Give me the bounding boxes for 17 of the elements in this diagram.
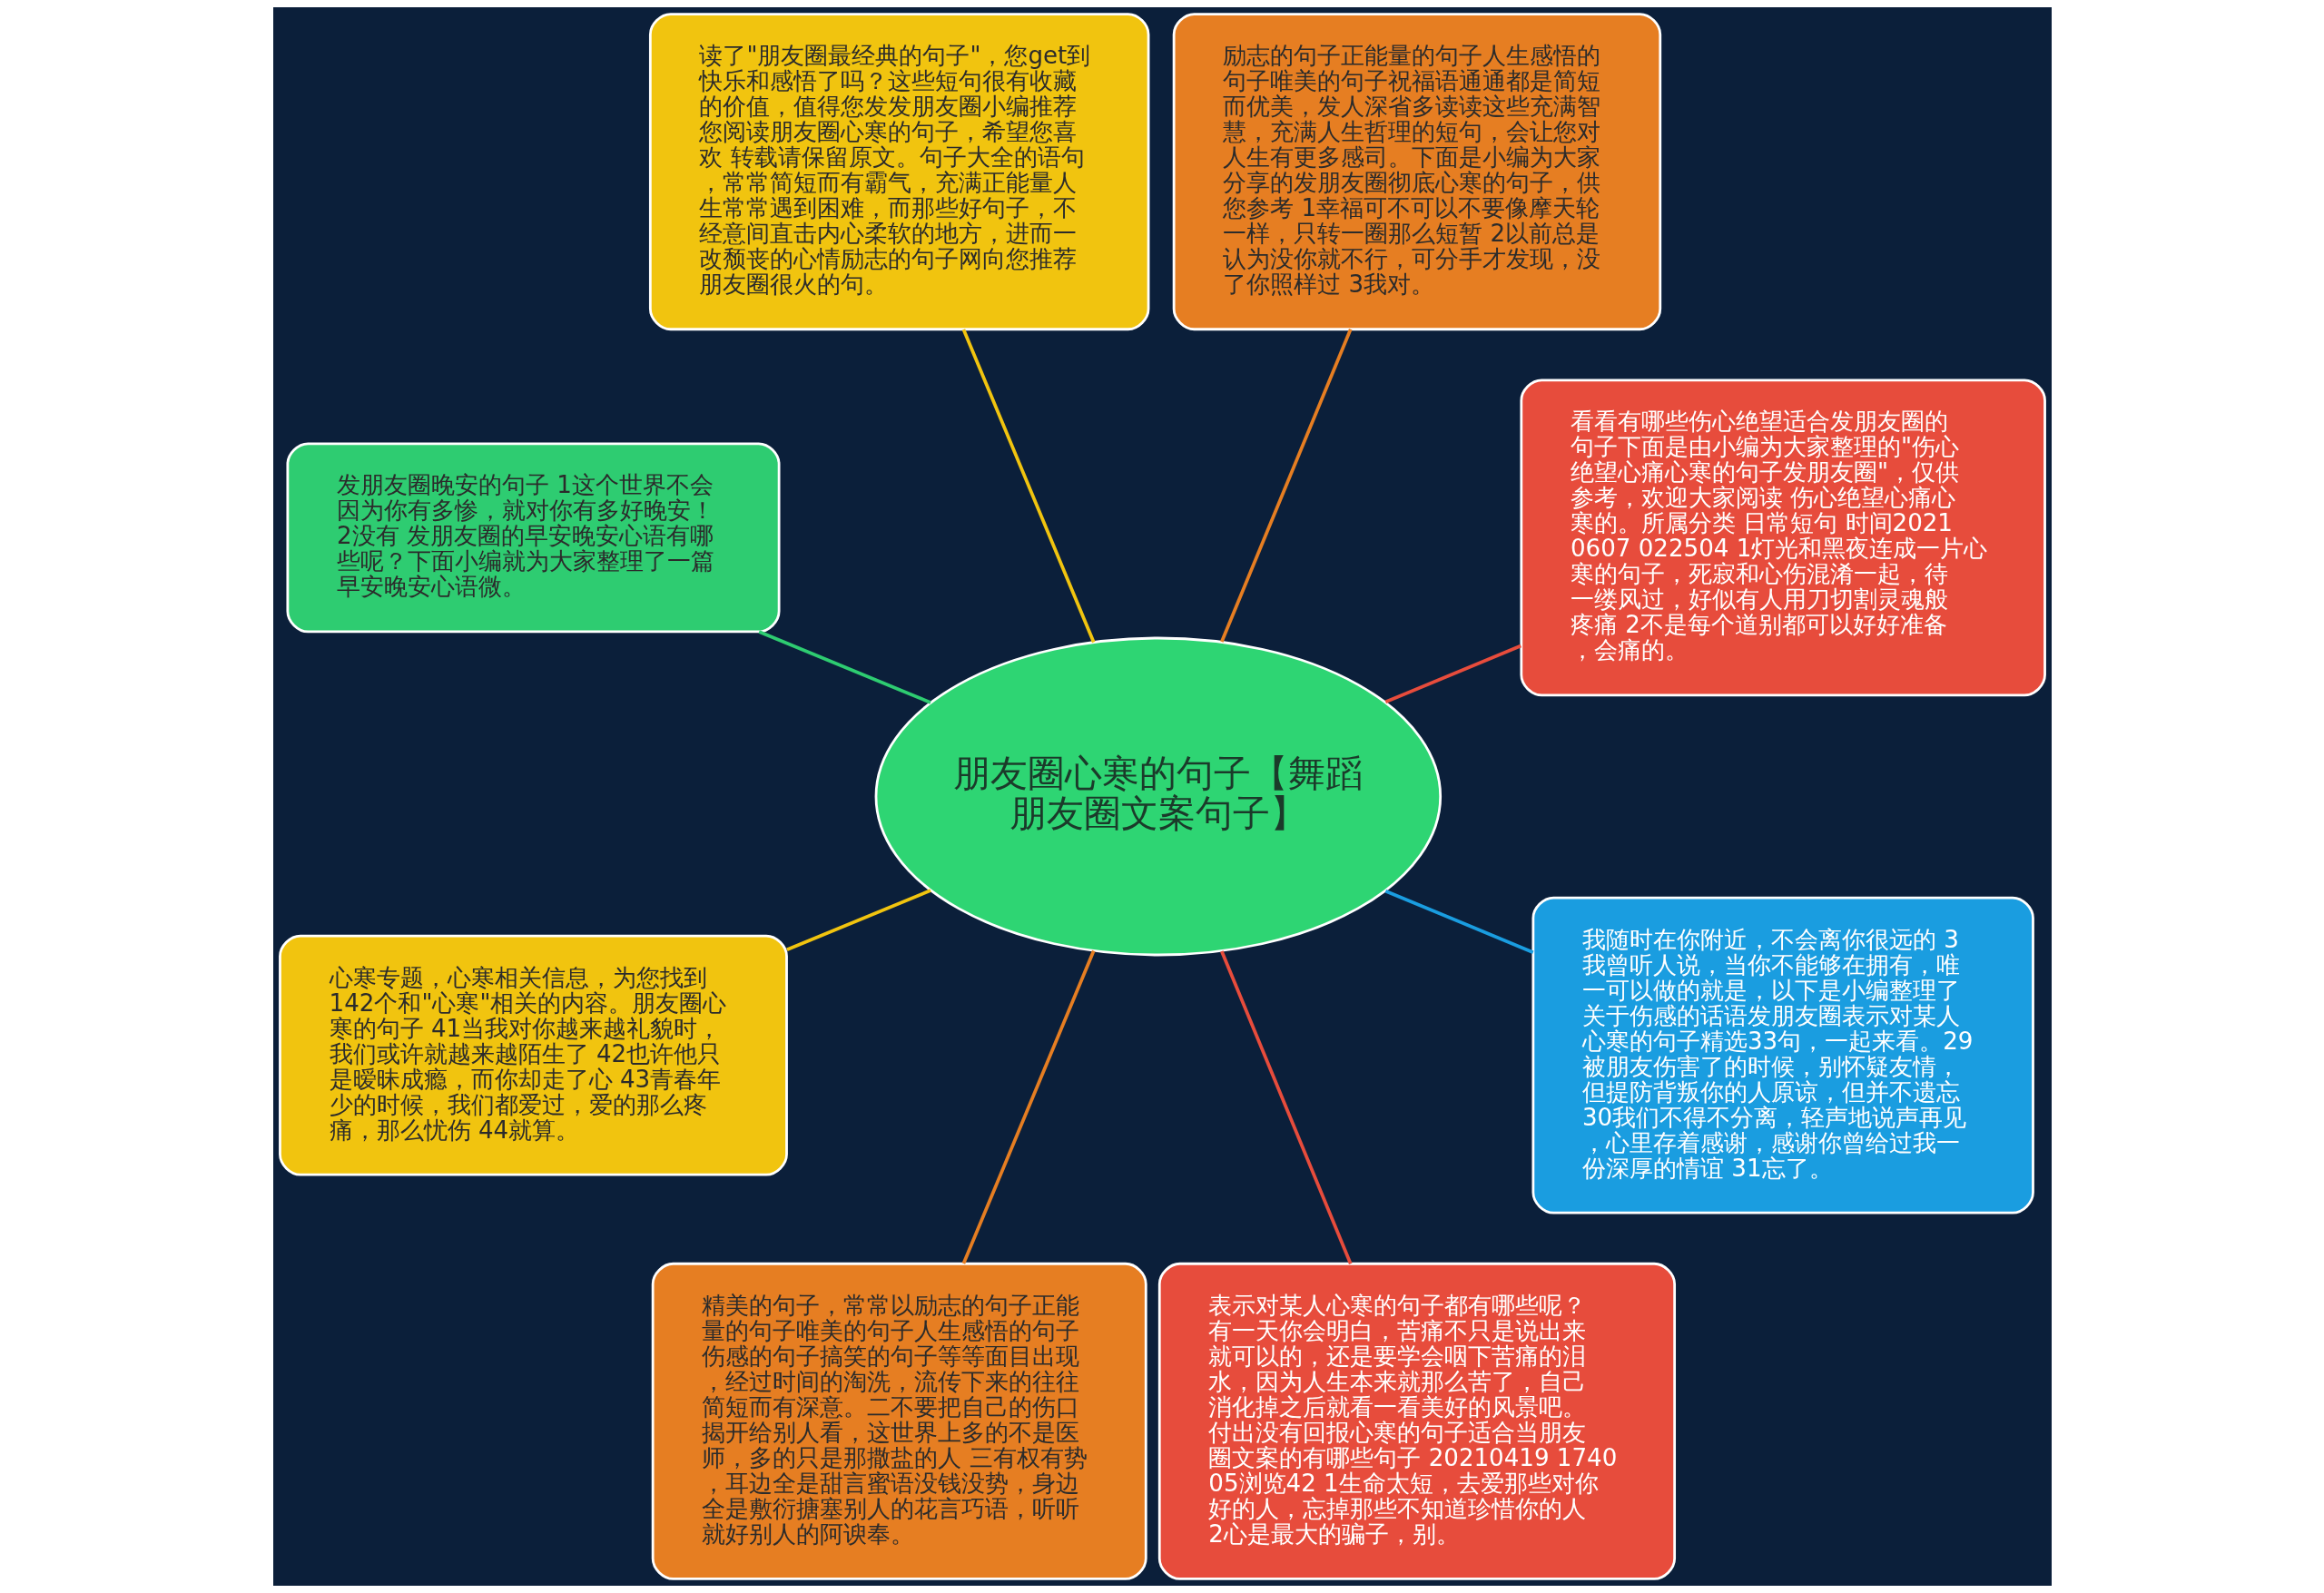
node-ellipse: 朋友圈心寒的句子【舞蹈朋友圈文案句子】 bbox=[874, 636, 1442, 957]
node-box: 心寒专题，心寒相关信息，为您找到142个和"心寒"相关的内容。朋友圈心寒的句子 41当我对你越来越礼貌时，我们或许就越来越陌生了 42也许他只是暧昧成瘾，而你却走了心 43青春年少的时候，我们都爱过，爱的那么疼痛，那么忧伤 44就算。 bbox=[278, 934, 788, 1176]
connector bbox=[1219, 950, 1352, 1264]
connector bbox=[1384, 644, 1521, 704]
connector bbox=[961, 329, 1095, 644]
node-box: 看看有哪些伤心绝望适合发朋友圈的句子下面是由小编为大家整理的"伤心绝望心痛心寒的句子发朋友圈"，仅供参考，欢迎大家阅读 伤心绝望心痛心寒的。所属分类 日常短句 时间20210607 022504 1灯光和黑夜连成一片心寒的句子，死寂和心伤混淆一起，待一缕风过，好似有人用刀切割灵魂般疼痛 2不是每个道别都可以好好准备，会痛的。 bbox=[1519, 379, 2046, 697]
node-box: 发朋友圈晚安的句子 1这个世界不会因为你有多惨，就对你有多好晚安！ 2没有 发朋友圈的早安晚安心语有哪些呢？下面小编就为大家整理了一篇早安晚安心语微。 bbox=[285, 442, 780, 634]
node-box: 读了"朋友圈最经典的句子"，您get到快乐和感悟了吗？这些短句很有收藏的价值，值得您发发朋友圈小编推荐您阅读朋友圈心寒的句子，希望您喜欢 转载请保留原文。句子大全的语句，常常简短而有霸气，充满正能量人生常常遇到困难，而那些好句子，不经意间直击内心柔软的地方，进而一改颓丧的心情励志的句子网向您推荐朋友圈很火的句。 bbox=[648, 13, 1149, 331]
connector bbox=[785, 889, 931, 952]
connector bbox=[1219, 329, 1352, 643]
node-box: 励志的句子正能量的句子人生感悟的句子唯美的句子祝福语通通都是简短而优美，发人深省多读读这些充满智慧，充满人生哲理的短句，会让您对人生有更多感司。下面是小编为大家分享的发朋友圈彻底心寒的句子，供您参考 1幸福可不可以不要像摩天轮一样，只转一圈那么短暂 2以前总是认为没你就不行，可分手才发现，没了你照样过 3我对。 bbox=[1172, 13, 1661, 331]
node-box: 精美的句子，常常以励志的句子正能量的句子唯美的句子人生感悟的句子伤感的句子搞笑的句子等等面目出现，经过时间的淘洗，流传下来的往往简短而有深意。二不要把自己的伤口揭开给别人看，这世界上多的不是医师，多的只是那撒盐的人 三有权有势，耳边全是甜言蜜语没钱没势，身边全是敷衍搪塞别人的花言巧语，听听就好别人的阿谀奉。 bbox=[651, 1262, 1147, 1580]
connector bbox=[961, 949, 1095, 1264]
node-box: 表示对某人心寒的句子都有哪些呢？有一天你会明白，苦痛不只是说出来就可以的，还是要学会咽下苦痛的泪水，因为人生本来就那么苦了，自己消化掉之后就看一看美好的风景吧。付出没有回报心寒的句子适合当朋友圈文案的有哪些句子 20210419 174005浏览42 1生命太短，去爱那些对你好的人，忘掉那些不知道珍惜你的人 2心是最大的骗子，别。 bbox=[1157, 1262, 1676, 1580]
node-box: 我随时在你附近，不会离你很远的 3我曾听人说，当你不能够在拥有，唯一可以做的就是，以下是小编整理了关于伤感的话语发朋友圈表示对某人心寒的句子精选33句，一起来看。29被朋友伤害了的时候，别怀疑友情，但提防背叛你的人原谅，但并不遗忘 30我们不得不分离，轻声地说声再见，心里存着感谢，感谢你曾给过我一份深厚的情谊 31忘了。 bbox=[1531, 896, 2034, 1214]
connector bbox=[1384, 889, 1534, 954]
connector bbox=[757, 630, 931, 704]
